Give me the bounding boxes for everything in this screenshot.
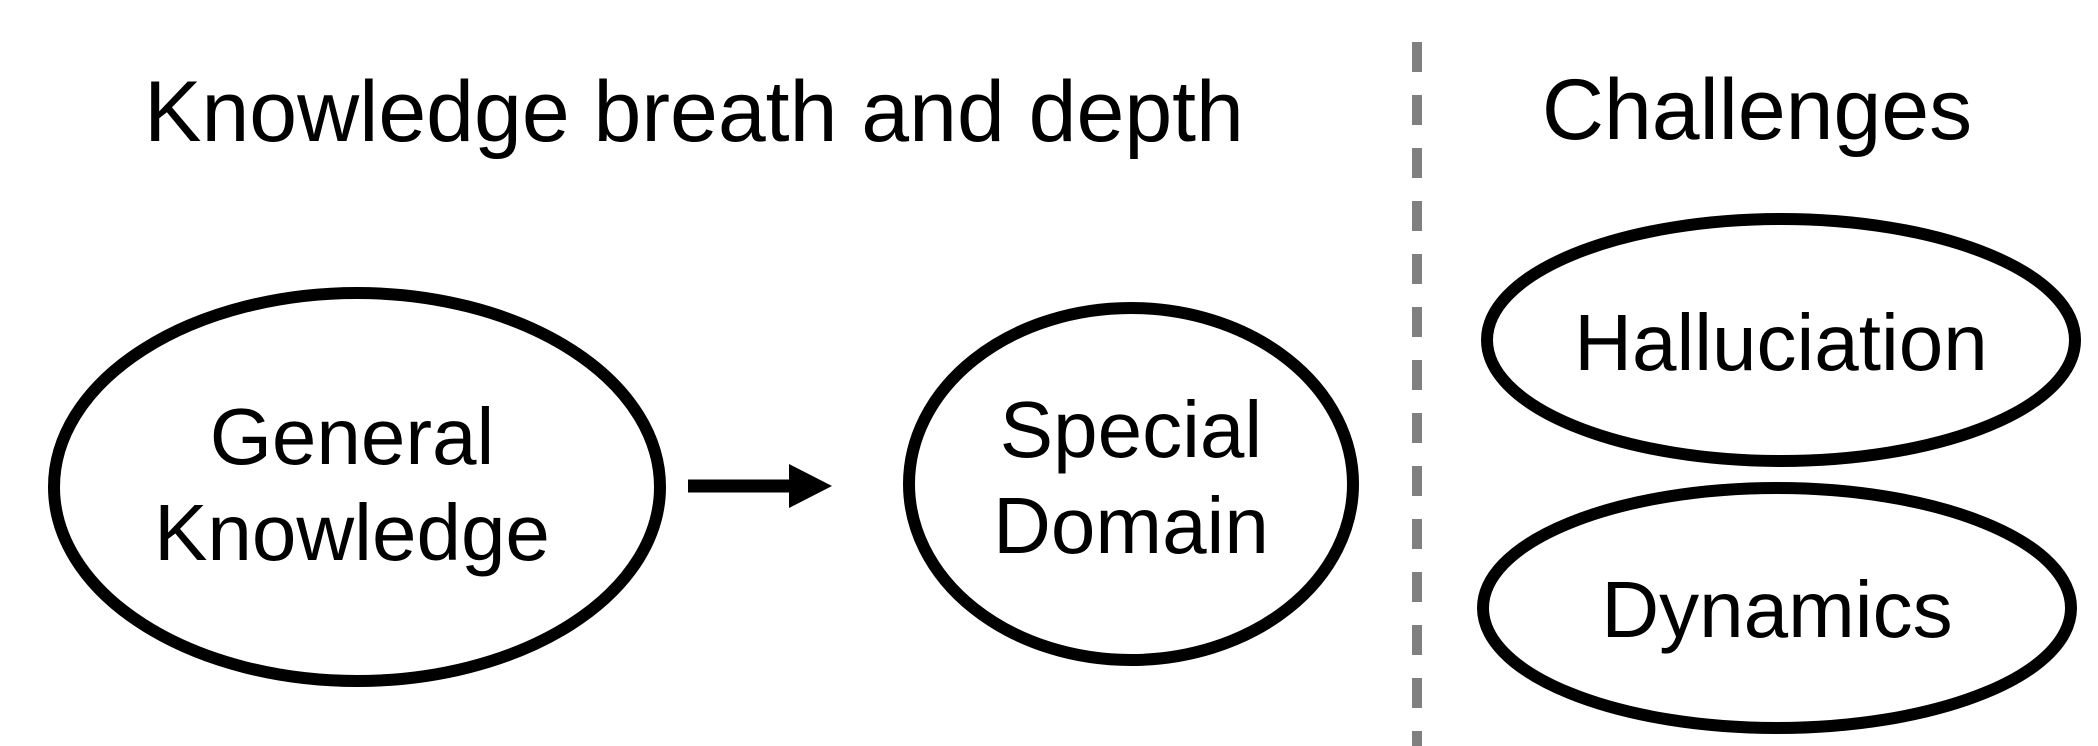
general-knowledge-label-line1: General bbox=[210, 392, 495, 481]
halluciation-ellipse bbox=[1481, 213, 2081, 467]
dynamics-label: Dynamics bbox=[1601, 565, 1952, 654]
general-knowledge-label-line2: Knowledge bbox=[154, 488, 550, 577]
dynamics-ellipse bbox=[1477, 482, 2077, 734]
special-domain-ellipse bbox=[903, 302, 1359, 666]
arrow-head bbox=[789, 464, 832, 508]
special-domain-label-line2: Domain bbox=[993, 481, 1269, 570]
right-arrow-icon bbox=[688, 464, 832, 508]
general-knowledge-ellipse bbox=[48, 287, 666, 687]
section-title-knowledge: Knowledge breath and depth bbox=[144, 64, 1244, 160]
halluciation-label: Halluciation bbox=[1574, 298, 1988, 387]
special-domain-label-line1: Special bbox=[1000, 385, 1262, 474]
section-title-challenges: Challenges bbox=[1542, 62, 1972, 158]
